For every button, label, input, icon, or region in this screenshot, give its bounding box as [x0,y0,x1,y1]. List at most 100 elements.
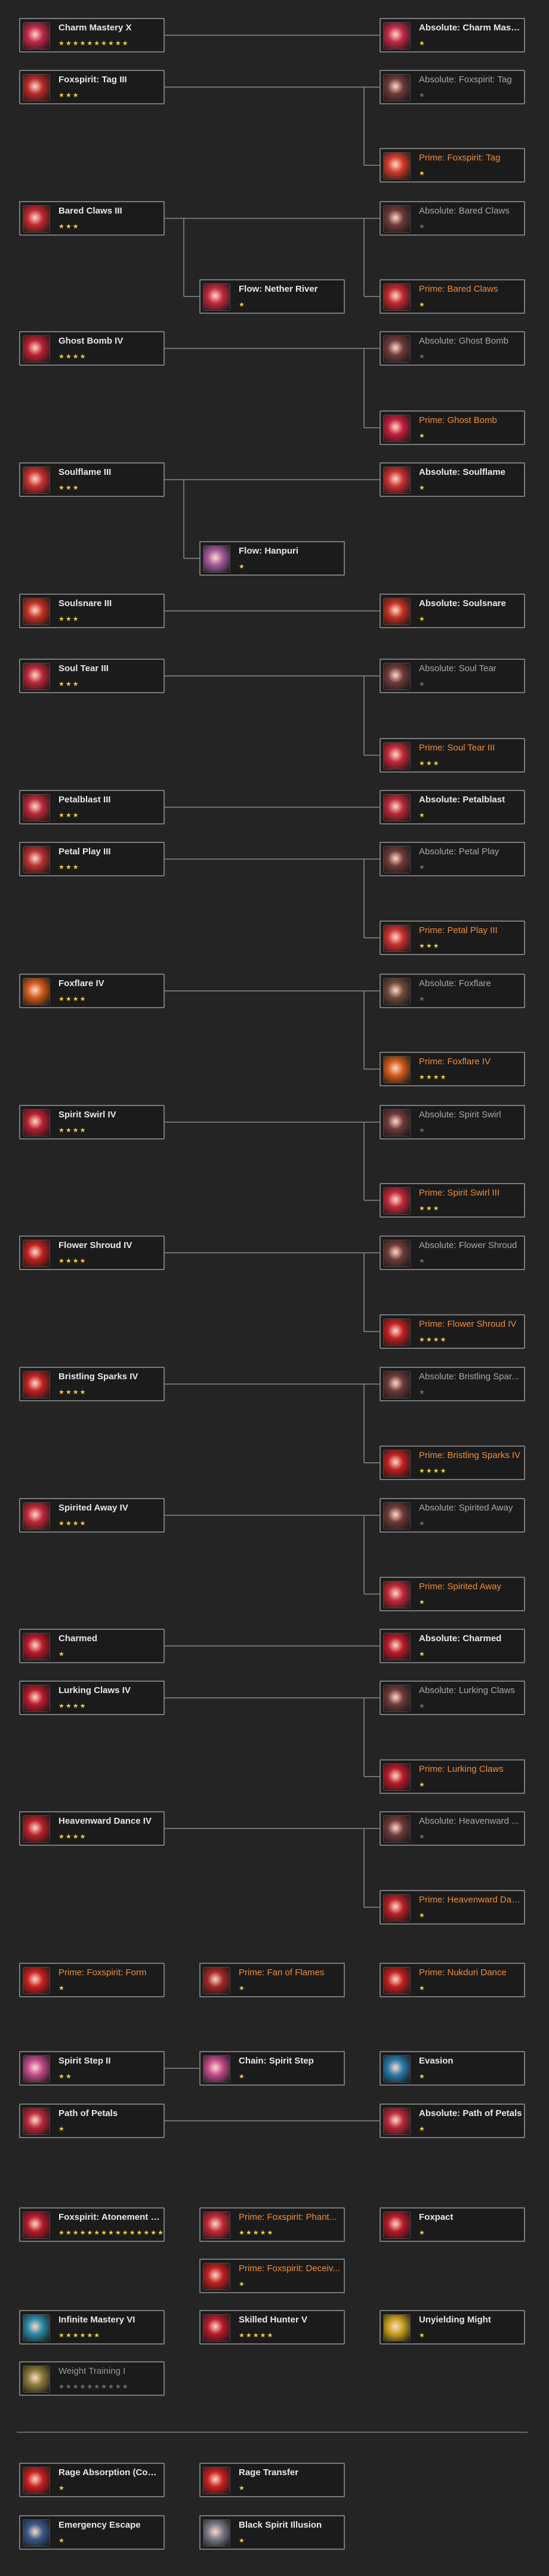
fox-tag-icon [23,74,50,101]
skill-node-prime-foxflare[interactable]: Prime: Foxflare IV★★★★ [380,1052,525,1086]
skill-node-charm-mastery[interactable]: Charm Mastery X★★★★★★★★★★ [19,18,165,52]
skill-stars: ★★★★ [58,353,87,360]
skill-node-prime-ghost-bomb[interactable]: Prime: Ghost Bomb★ [380,410,525,445]
skill-node-abs-heavenward-dance[interactable]: Absolute: Heavenward ...★ [380,1811,525,1846]
skill-node-evasion[interactable]: Evasion★ [380,2051,525,2086]
skill-node-abs-soul-tear[interactable]: Absolute: Soul Tear★ [380,659,525,693]
skill-node-foxspirit-tag[interactable]: Foxspirit: Tag III★★★ [19,70,165,104]
skill-node-prime-heavenward-dance[interactable]: Prime: Heavenward Dan...★ [380,1890,525,1925]
skill-node-prime-nukduri-dance[interactable]: Prime: Nukduri Dance★ [380,1963,525,1997]
petalblast-icon [383,794,411,821]
skill-name: Spirited Away IV [58,1503,128,1513]
skill-node-abs-spirit-swirl[interactable]: Absolute: Spirit Swirl★ [380,1105,525,1139]
skill-stars: ★★★ [58,616,80,623]
skill-node-ghost-bomb[interactable]: Ghost Bomb IV★★★★ [19,331,165,366]
skill-node-prime-foxspirit-phant[interactable]: Prime: Foxspirit: Phant...★★★★★ [199,2207,345,2242]
skill-node-infinite-mastery[interactable]: Infinite Mastery VI★★★★★★ [19,2310,165,2345]
skill-node-abs-soulsnare[interactable]: Absolute: Soulsnare★ [380,594,525,628]
skill-node-abs-path-of-petals[interactable]: Absolute: Path of Petals★ [380,2104,525,2138]
skill-name: Absolute: Heavenward ... [419,1816,519,1826]
skill-node-black-spirit-illusion[interactable]: Black Spirit Illusion★ [199,2515,345,2550]
skill-node-spirited-away[interactable]: Spirited Away IV★★★★ [19,1498,165,1533]
skill-node-abs-flower-shroud[interactable]: Absolute: Flower Shroud★ [380,1236,525,1270]
skill-node-prime-foxspirit-form[interactable]: Prime: Foxspirit: Form★ [19,1963,165,1997]
skill-node-abs-petal-play[interactable]: Absolute: Petal Play★ [380,842,525,876]
skill-node-rage-absorption[interactable]: Rage Absorption (Com...★ [19,2463,165,2497]
skill-node-soulsnare[interactable]: Soulsnare III★★★ [19,594,165,628]
skill-name: Prime: Spirit Swirl III [419,1188,500,1198]
skill-node-foxpact[interactable]: Foxpact★ [380,2207,525,2242]
skill-node-prime-bristling-sparks[interactable]: Prime: Bristling Sparks IV★★★★ [380,1445,525,1480]
skill-stars: ★ [419,1520,426,1527]
petal-play-icon [383,846,411,873]
skill-name: Flow: Hanpuri [239,546,298,556]
skill-node-spirit-swirl[interactable]: Spirit Swirl IV★★★★ [19,1105,165,1139]
skill-node-abs-spirited-away[interactable]: Absolute: Spirited Away★ [380,1498,525,1533]
skill-node-flow-nether[interactable]: Flow: Nether River★ [199,279,345,314]
skill-node-prime-lurking-claws[interactable]: Prime: Lurking Claws★ [380,1759,525,1794]
skill-name: Prime: Foxspirit: Deceiv... [239,2263,340,2274]
skill-stars: ★★★★★ [239,2229,274,2237]
skill-node-emergency-escape[interactable]: Emergency Escape★ [19,2515,165,2550]
skill-node-foxspirit-atonement[interactable]: Foxspirit: Atonement XX★★★★★★★★★★★★★★★ [19,2207,165,2242]
skill-node-prime-fan-of-flames[interactable]: Prime: Fan of Flames★ [199,1963,345,1997]
skill-node-petal-play[interactable]: Petal Play III★★★ [19,842,165,876]
skill-stars: ★ [239,2073,246,2080]
spirited-away-icon [383,1581,411,1608]
skill-node-prime-foxspirit-deceiv[interactable]: Prime: Foxspirit: Deceiv...★ [199,2259,345,2293]
skill-node-unyielding-might[interactable]: Unyielding Might★ [380,2310,525,2345]
skill-name: Absolute: Lurking Claws [419,1685,515,1695]
skill-stars: ★ [419,223,426,230]
skill-node-petalblast[interactable]: Petalblast III★★★ [19,790,165,824]
skill-stars: ★ [419,353,426,360]
skill-node-abs-petalblast[interactable]: Absolute: Petalblast★ [380,790,525,824]
skill-node-abs-bristling-sparks[interactable]: Absolute: Bristling Spar...★ [380,1367,525,1401]
skill-stars: ★ [419,681,426,688]
skill-node-prime-soul-tear[interactable]: Prime: Soul Tear III★★★ [380,738,525,773]
fan-icon [203,1967,230,1994]
skill-node-abs-foxflare[interactable]: Absolute: Foxflare★ [380,974,525,1008]
skill-node-chain-spirit-step[interactable]: Chain: Spirit Step★ [199,2051,345,2086]
skill-node-abs-charmed[interactable]: Absolute: Charmed★ [380,1629,525,1663]
skill-node-bared-claws[interactable]: Bared Claws III★★★ [19,201,165,236]
charmed-icon [23,1633,50,1660]
skill-node-prime-bared-claws[interactable]: Prime: Bared Claws★ [380,279,525,314]
skill-stars: ★★★★ [58,1833,87,1840]
skill-node-heavenward-dance[interactable]: Heavenward Dance IV★★★★ [19,1811,165,1846]
skill-stars: ★ [419,616,426,623]
skill-node-abs-ghost-bomb[interactable]: Absolute: Ghost Bomb★ [380,331,525,366]
skill-node-charmed[interactable]: Charmed★ [19,1629,165,1663]
skill-node-abs-soulflame[interactable]: Absolute: Soulflame★ [380,462,525,497]
skill-node-lurking-claws[interactable]: Lurking Claws IV★★★★ [19,1681,165,1715]
skill-node-flow-hanpuri[interactable]: Flow: Hanpuri★ [199,541,345,576]
skill-node-soul-tear[interactable]: Soul Tear III★★★ [19,659,165,693]
skill-name: Weight Training I [58,2366,126,2376]
skill-name: Rage Transfer [239,2467,299,2478]
skill-node-abs-lurking-claws[interactable]: Absolute: Lurking Claws★ [380,1681,525,1715]
skill-node-skilled-hunter[interactable]: Skilled Hunter V★★★★★ [199,2310,345,2345]
skill-node-path-of-petals[interactable]: Path of Petals★ [19,2104,165,2138]
skill-node-foxflare[interactable]: Foxflare IV★★★★ [19,974,165,1008]
skill-node-rage-transfer[interactable]: Rage Transfer★ [199,2463,345,2497]
skill-stars: ★★★ [419,1205,440,1212]
skill-node-prime-spirited-away[interactable]: Prime: Spirited Away★ [380,1577,525,1611]
skill-stars: ★ [58,1985,66,1992]
foxpact-icon [383,2211,411,2239]
skill-node-soulflame[interactable]: Soulflame III★★★ [19,462,165,497]
skill-node-abs-charm[interactable]: Absolute: Charm Mastery★ [380,18,525,52]
skill-node-spirit-step[interactable]: Spirit Step II★★ [19,2051,165,2086]
hunter-icon [203,2314,230,2342]
skill-node-flower-shroud[interactable]: Flower Shroud IV★★★★ [19,1236,165,1270]
skill-node-prime-flower-shroud[interactable]: Prime: Flower Shroud IV★★★★ [380,1314,525,1349]
skill-stars: ★ [419,1781,426,1789]
skill-node-prime-foxspirit-tag[interactable]: Prime: Foxspirit: Tag★ [380,148,525,183]
skill-name: Charmed [58,1633,98,1644]
skill-node-weight-training[interactable]: Weight Training I★★★★★★★★★★ [19,2361,165,2396]
skill-node-abs-foxspirit-tag[interactable]: Absolute: Foxspirit: Tag★ [380,70,525,104]
skill-node-abs-bared-claws[interactable]: Absolute: Bared Claws★ [380,201,525,236]
ghost-bomb-icon [383,335,411,363]
skill-node-prime-petal-play[interactable]: Prime: Petal Play III★★★ [380,921,525,955]
skill-stars: ★ [419,1389,426,1396]
skill-node-bristling-sparks[interactable]: Bristling Sparks IV★★★★ [19,1367,165,1401]
skill-node-prime-spirit-swirl[interactable]: Prime: Spirit Swirl III ★★★ [380,1183,525,1218]
